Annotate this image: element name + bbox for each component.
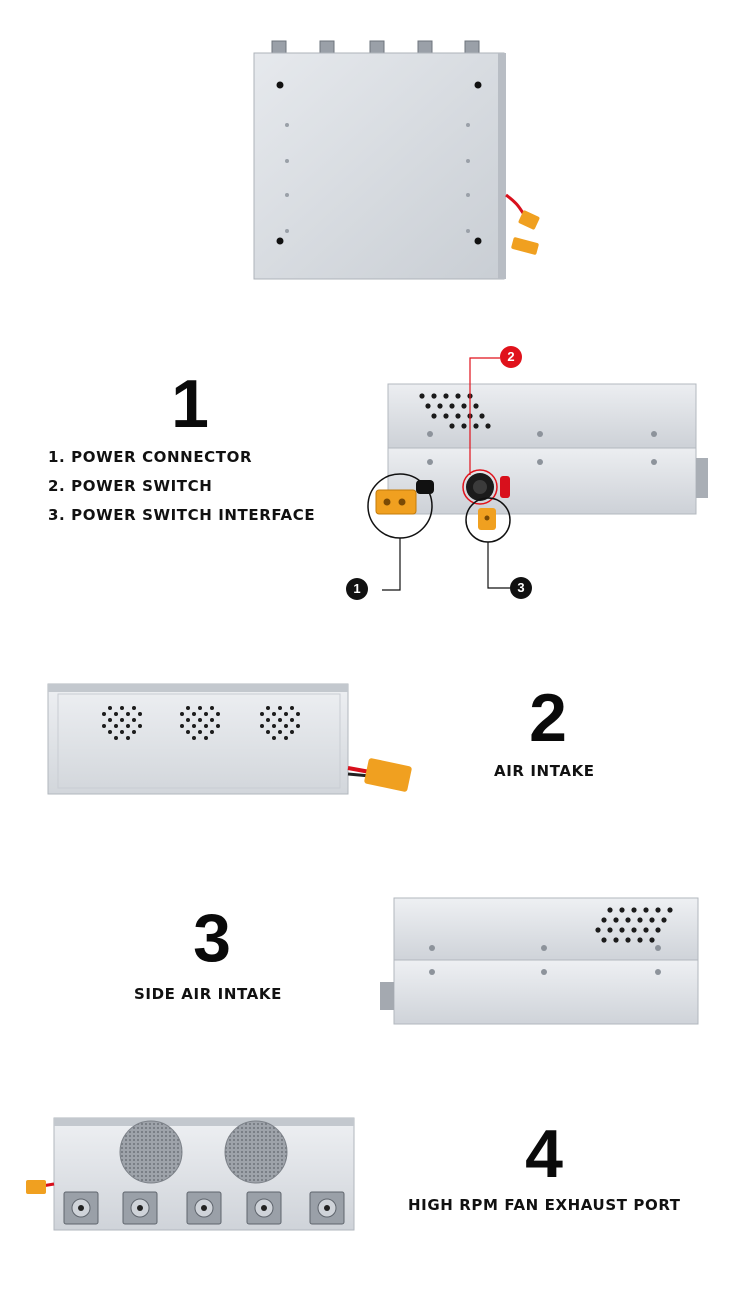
feature-list-item-3: 3. POWER SWITCH INTERFACE — [48, 506, 316, 524]
callout-badge-3: 3 — [510, 577, 532, 599]
callout-badge-2: 2 — [500, 346, 522, 368]
section-2-caption: AIR INTAKE — [494, 762, 595, 780]
power-panel-image — [340, 340, 720, 610]
feature-list-item-1: 1. POWER CONNECTOR — [48, 448, 253, 466]
feature-list-item-2: 2. POWER SWITCH — [48, 477, 213, 495]
air-intake-image — [40, 680, 430, 800]
section-3-caption: SIDE AIR INTAKE — [134, 985, 282, 1003]
top-device-image — [230, 35, 550, 285]
fan-exhaust-image — [24, 1114, 364, 1234]
callout-label-3: 3 — [517, 580, 525, 595]
callout-badge-1: 1 — [346, 578, 368, 600]
section-3-number: 3 — [193, 900, 231, 976]
side-air-intake-image — [376, 892, 706, 1028]
section-4-caption: HIGH RPM FAN EXHAUST PORT — [408, 1196, 681, 1214]
section-4-number: 4 — [525, 1116, 563, 1192]
section-2-number: 2 — [529, 680, 567, 756]
callout-label-2: 2 — [507, 349, 515, 364]
section-1-number: 1 — [171, 366, 209, 442]
callout-label-1: 1 — [353, 581, 361, 596]
